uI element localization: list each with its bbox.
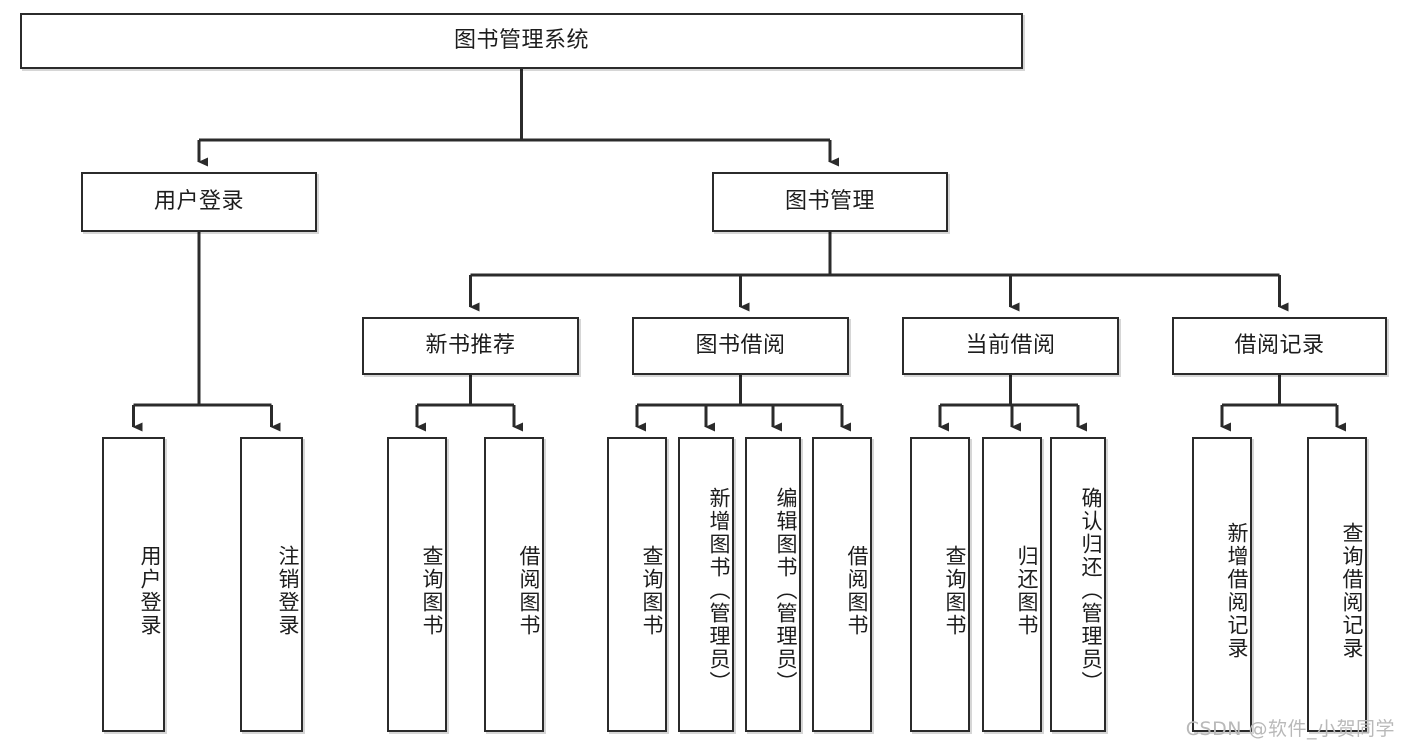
node-book-borrow[interactable]: 图书借阅: [632, 317, 849, 375]
node-leaf-logout[interactable]: 注销登录: [240, 437, 303, 732]
node-leaf-query-book-1[interactable]: 查询图书: [387, 437, 447, 732]
node-leaf-user-login[interactable]: 用户登录: [102, 437, 165, 732]
node-label: 新增借阅记录: [1225, 521, 1249, 660]
node-borrow-record[interactable]: 借阅记录: [1172, 317, 1387, 375]
node-current-borrow[interactable]: 当前借阅: [902, 317, 1119, 375]
node-label: 借阅图书: [845, 544, 869, 637]
node-label: 查询借阅记录: [1340, 521, 1364, 660]
node-leaf-borrow-book-2[interactable]: 借阅图书: [812, 437, 872, 732]
node-new-book-recommend[interactable]: 新书推荐: [362, 317, 579, 375]
node-leaf-add-record[interactable]: 新增借阅记录: [1192, 437, 1252, 732]
node-label: 新增图书（管理员）: [707, 487, 731, 694]
node-leaf-add-book[interactable]: 新增图书（管理员）: [678, 437, 734, 732]
node-label: 借阅记录: [1234, 332, 1325, 358]
node-label: 当前借阅: [965, 332, 1056, 358]
node-leaf-query-record[interactable]: 查询借阅记录: [1307, 437, 1367, 732]
node-label: 查询图书: [420, 544, 444, 637]
node-label: 新书推荐: [425, 332, 516, 358]
node-label: 查询图书: [943, 544, 967, 637]
node-book-manage[interactable]: 图书管理: [712, 172, 948, 232]
node-leaf-confirm-return[interactable]: 确认归还（管理员）: [1050, 437, 1106, 732]
watermark-text: CSDN @软件_小贺同学: [1185, 718, 1395, 740]
node-label: 注销登录: [276, 544, 300, 637]
node-label: 查询图书: [640, 544, 664, 637]
node-root[interactable]: 图书管理系统: [20, 13, 1023, 69]
node-label: 借阅图书: [517, 544, 541, 637]
node-label: 确认归还（管理员）: [1079, 487, 1103, 694]
node-label: 用户登录: [138, 544, 162, 637]
node-user-login[interactable]: 用户登录: [81, 172, 317, 232]
node-label: 归还图书: [1015, 544, 1039, 637]
node-leaf-return-book[interactable]: 归还图书: [982, 437, 1042, 732]
node-label: 用户登录: [153, 188, 244, 214]
node-leaf-borrow-book-1[interactable]: 借阅图书: [484, 437, 544, 732]
node-label: 图书管理: [784, 188, 875, 214]
node-label: 图书借阅: [695, 332, 786, 358]
node-leaf-query-book-2[interactable]: 查询图书: [607, 437, 667, 732]
node-leaf-edit-book[interactable]: 编辑图书（管理员）: [745, 437, 801, 732]
node-leaf-query-book-3[interactable]: 查询图书: [910, 437, 970, 732]
node-label: 编辑图书（管理员）: [774, 487, 798, 694]
node-label: 图书管理系统: [453, 27, 589, 53]
